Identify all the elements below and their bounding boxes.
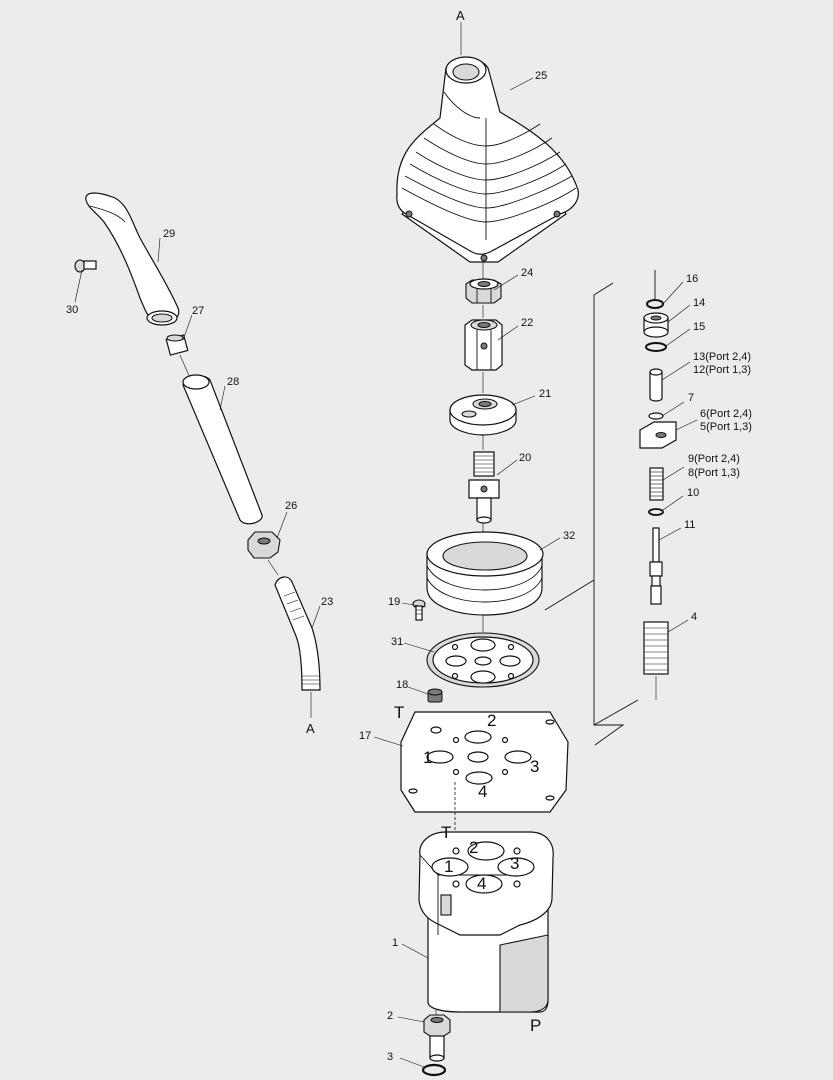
boot-part-25 [396,56,579,263]
screw-part-19 [412,599,426,621]
callout-5: 5(Port 1,3) [700,421,752,433]
callout-9: 9(Port 2,4) [688,453,740,465]
joint-part-20 [468,451,500,524]
callout-12: 12(Port 1,3) [693,364,751,376]
lever-tube-part-28 [182,374,263,525]
washer-part-10 [648,508,664,516]
callout-11: 11 [684,519,695,531]
callout-28: 28 [227,376,239,388]
plug-part-18 [427,688,443,703]
callout-18: 18 [396,679,408,691]
plate-part-17 [400,711,569,813]
washer-part-7 [648,412,664,420]
connector-label-bottom: A [306,721,315,736]
callout-13: 13(Port 2,4) [693,351,751,363]
plate-mark-1: 1 [423,748,432,767]
callout-8: 8(Port 1,3) [688,467,740,479]
axis-segment [267,559,279,576]
body-mark-1: 1 [444,857,453,876]
callout-14: 14 [693,297,705,309]
callout-21: 21 [539,388,551,400]
callout-25: 25 [535,70,547,82]
plunger-part-12-13 [649,368,663,402]
callout-31: 31 [391,636,403,648]
grip-part-29 [85,192,180,326]
leader-bracket [544,579,595,611]
oring-part-16 [646,299,664,309]
callout-27: 27 [192,305,204,317]
callout-labels: 25 24 22 21 20 32 19 31 18 17 1 2 3 16 1… [66,70,752,1063]
callout-10: 10 [687,487,699,499]
axis-segment [179,354,191,379]
nut-part-26 [247,531,281,559]
callout-32: 32 [563,530,575,542]
callout-29: 29 [163,228,175,240]
spring-seat-part-5-6 [639,421,677,449]
callout-24: 24 [521,267,533,279]
callout-2: 2 [387,1010,393,1022]
body-mark-p: P [530,1016,541,1035]
body-mark-4: 4 [477,874,486,893]
valve-body-part-1 [418,831,554,1013]
nut-part-24 [465,278,502,304]
collar-part-27 [165,334,189,356]
gasket-part-31 [426,632,540,688]
body-mark-2: 2 [469,838,478,857]
spring-part-4 [643,621,669,675]
plate-mark-2: 2 [487,711,496,730]
bolt-part-30 [74,259,97,273]
coupling-part-22 [464,319,503,371]
callout-26: 26 [285,500,297,512]
callout-20: 20 [519,452,531,464]
callout-6: 6(Port 2,4) [700,408,752,420]
oring-part-3 [421,1063,447,1077]
right-assembly-bracket [593,270,656,746]
leader-lines [74,77,698,1068]
callout-4: 4 [691,611,697,623]
body-mark-t: T [441,823,451,842]
callout-22: 22 [521,317,533,329]
spring-part-8-9 [649,467,664,501]
lever-rod-part-23 [274,576,321,691]
disc-part-21 [449,394,517,436]
callout-1: 1 [392,937,398,949]
seal-part-14 [643,312,669,338]
ring-part-32 [426,531,544,616]
plate-mark-t: T [394,703,404,722]
callout-3: 3 [387,1051,393,1063]
callout-23: 23 [321,596,333,608]
body-mark-3: 3 [510,854,519,873]
plate-mark-3: 3 [530,757,539,776]
body-port-markings: T 2 1 3 4 P [441,823,541,1035]
plate-mark-4: 4 [478,782,487,801]
callout-19: 19 [388,596,400,608]
callout-7: 7 [688,392,694,404]
callout-30: 30 [66,304,78,316]
plate-port-markings: T 2 1 3 4 [394,703,539,801]
callout-15: 15 [693,321,705,333]
fitting-part-2 [423,1014,451,1062]
connector-label-top: A [456,8,465,23]
callout-16: 16 [686,273,698,285]
callout-17: 17 [359,730,371,742]
oring-part-15 [645,342,667,352]
spool-part-11 [649,527,663,605]
